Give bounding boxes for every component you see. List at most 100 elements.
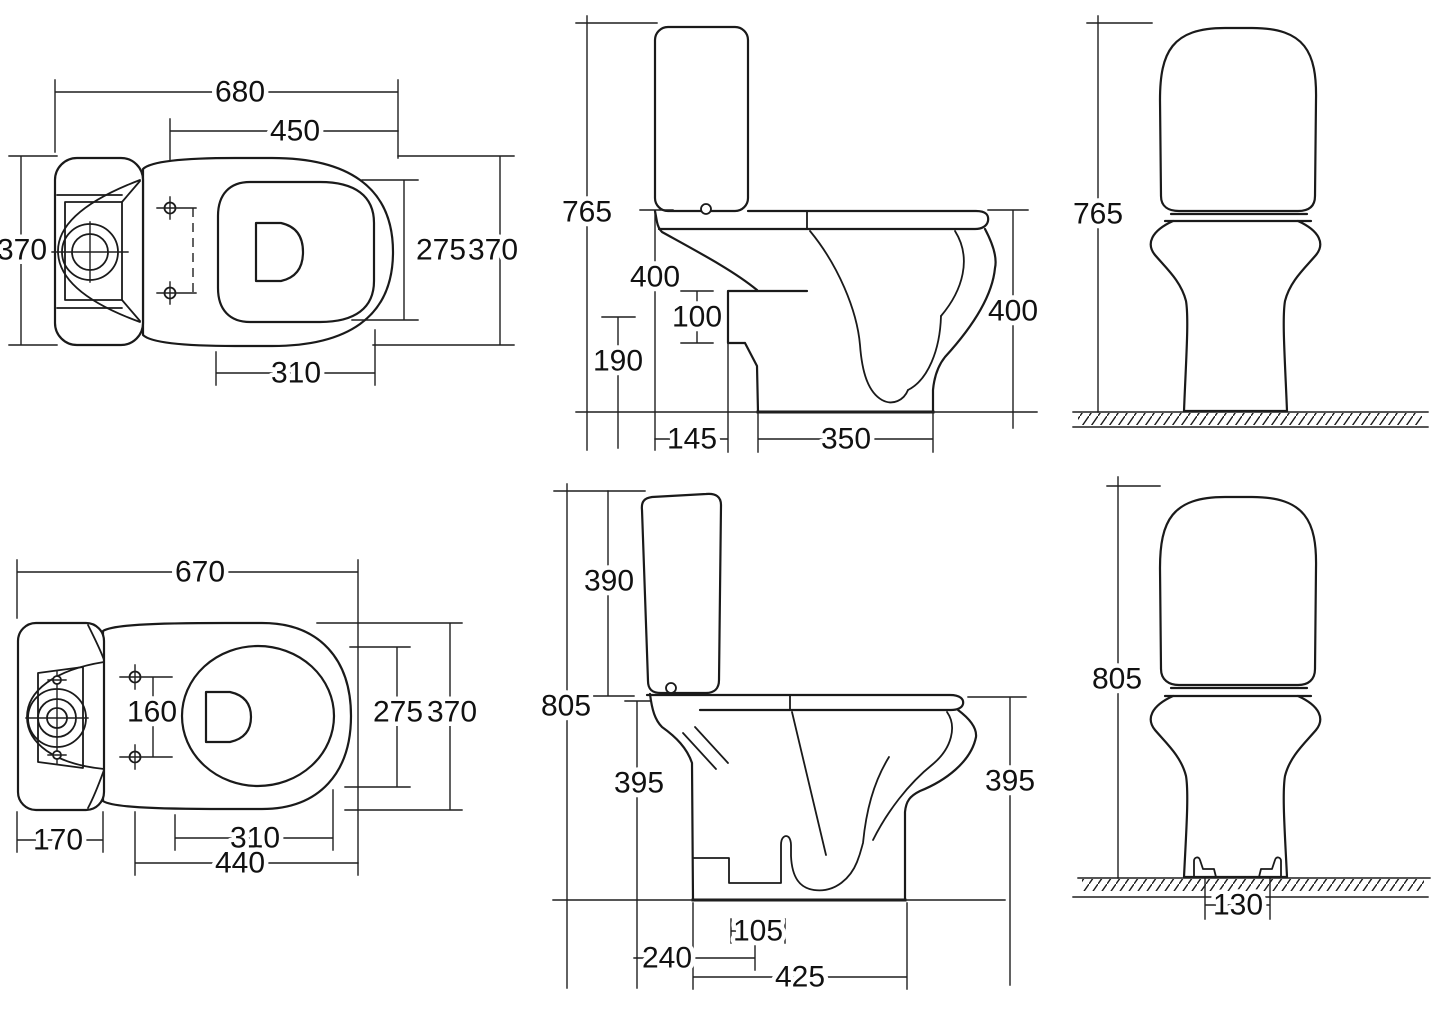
- dim-seat-depth: 440: [215, 847, 265, 880]
- trap-inner-left: [809, 230, 909, 404]
- dim-lines: [16, 811, 104, 853]
- dim-lines: [119, 676, 173, 758]
- cistern-lid-seam: [56, 194, 123, 309]
- dim-lines: [215, 329, 376, 386]
- dim-bowl-inner-width: 275: [373, 696, 423, 729]
- cistern-fixing-hole: [700, 203, 712, 215]
- bowl-seat-outline: [141, 156, 395, 348]
- cistern-outline: [16, 621, 106, 812]
- dim-outlet-center-height: 190: [593, 345, 643, 378]
- bowl-inner-ring: [180, 644, 336, 788]
- dim-lines: [344, 646, 411, 788]
- dim-outlet-width: 105: [733, 915, 783, 948]
- trap-inner-right: [872, 711, 953, 841]
- rim-inner: [940, 230, 965, 317]
- dim-lines: [987, 209, 1029, 429]
- dim-width-left: 370: [0, 234, 47, 267]
- model-b-front-view: 805 130: [1072, 476, 1431, 926]
- model-a-side-view: 765 400 100 190 400 145 350: [557, 15, 1043, 460]
- trap-step-and-u: [692, 756, 890, 892]
- cistern-fixing-hole: [665, 682, 677, 694]
- dim-bowl-inner-width: 275: [416, 234, 466, 267]
- flush-plate: [37, 666, 84, 769]
- dim-lines: [730, 918, 786, 944]
- seat-profile: [645, 693, 965, 712]
- dim-lines: [967, 696, 1027, 986]
- bowl-front-profile: [931, 227, 997, 414]
- cistern-outline: [1158, 26, 1318, 213]
- dim-lines: [1204, 877, 1271, 920]
- dim-lines: [639, 209, 674, 451]
- outlet-spigot: [726, 289, 809, 414]
- seat-profile: [657, 209, 990, 231]
- flush-channel-lines: [682, 726, 729, 770]
- pan-back-profile: [648, 692, 695, 902]
- dim-total-height: 805: [541, 690, 591, 723]
- trap-inner-right: [907, 315, 942, 391]
- dim-foot-spacing: 130: [1213, 889, 1263, 922]
- dim-outlet-diameter: 100: [672, 301, 722, 334]
- model-b-side-view: 390 805 395 395 105 240 425: [536, 483, 1040, 998]
- bowl-front-profile: [903, 708, 978, 902]
- flush-button-crosshair: [51, 221, 129, 283]
- model-a-front-view: 765: [1068, 15, 1429, 428]
- dim-width-right: 370: [468, 234, 518, 267]
- dim-fixing-hole-spacing: 160: [127, 696, 177, 729]
- dim-lines: [54, 79, 399, 159]
- bowl-seat-outline: [101, 621, 353, 811]
- dim-lines: [633, 945, 756, 971]
- dim-lines: [316, 622, 463, 811]
- dim-lines: [16, 559, 359, 876]
- model-a-top-view: 680 450 370 275 370 310: [0, 71, 523, 394]
- cistern-lid-seam: [87, 624, 105, 809]
- dim-lines: [174, 789, 334, 851]
- dim-total-height: 805: [1092, 663, 1142, 696]
- dim-lines: [583, 490, 635, 697]
- dim-lines: [553, 483, 646, 989]
- dim-width-right: 370: [427, 696, 477, 729]
- dim-seat-depth: 450: [270, 115, 320, 148]
- cistern-corner-seams: [121, 180, 141, 322]
- hinge-hole-crosshairs: [156, 196, 197, 305]
- pedestal-outline: [1149, 219, 1322, 413]
- floor-hatch: [1078, 413, 1422, 425]
- dim-lines: [624, 700, 651, 989]
- dim-lines: [372, 155, 515, 346]
- dim-lines: [757, 411, 934, 453]
- dim-cistern-height: 390: [584, 565, 634, 598]
- dim-lines: [169, 118, 399, 161]
- dim-lines: [680, 290, 714, 344]
- cistern-outline: [653, 25, 750, 213]
- dim-lines: [351, 179, 419, 321]
- flush-outlet-d-shape: [204, 690, 253, 744]
- dim-lines: [1086, 15, 1153, 413]
- dim-bowl-height-right: 395: [985, 765, 1035, 798]
- floor-hatch: [1082, 879, 1424, 891]
- dim-lines: [1106, 476, 1161, 879]
- foot-right: [1258, 856, 1282, 878]
- dim-bowl-height-right: 400: [988, 295, 1038, 328]
- dim-bowl-height-left: 400: [630, 261, 680, 294]
- dim-total-height: 765: [1073, 198, 1123, 231]
- dim-lines: [134, 811, 359, 876]
- flush-outlet-d-shape: [254, 221, 305, 283]
- dim-cistern-depth: 170: [33, 824, 83, 857]
- pan-back-profile: [653, 209, 759, 292]
- dim-lines: [601, 316, 636, 449]
- dim-outlet-setback: 240: [642, 942, 692, 975]
- seat-inner-ring: [216, 180, 376, 324]
- seat-band: [1163, 686, 1313, 698]
- bowl-back-inner: [791, 711, 827, 856]
- dim-overall-length: 680: [215, 76, 265, 109]
- dim-bowl-inner-depth: 310: [271, 357, 321, 390]
- dim-bowl-height-left: 395: [614, 767, 664, 800]
- cistern-hole-crosshairs: [47, 679, 67, 756]
- dim-base-depth: 350: [821, 423, 871, 456]
- flush-button-crosshair: [25, 670, 89, 765]
- cistern-outline: [1158, 495, 1318, 687]
- foot-left: [1193, 856, 1217, 878]
- cistern-outline: [640, 492, 723, 695]
- dim-lines: [8, 155, 58, 346]
